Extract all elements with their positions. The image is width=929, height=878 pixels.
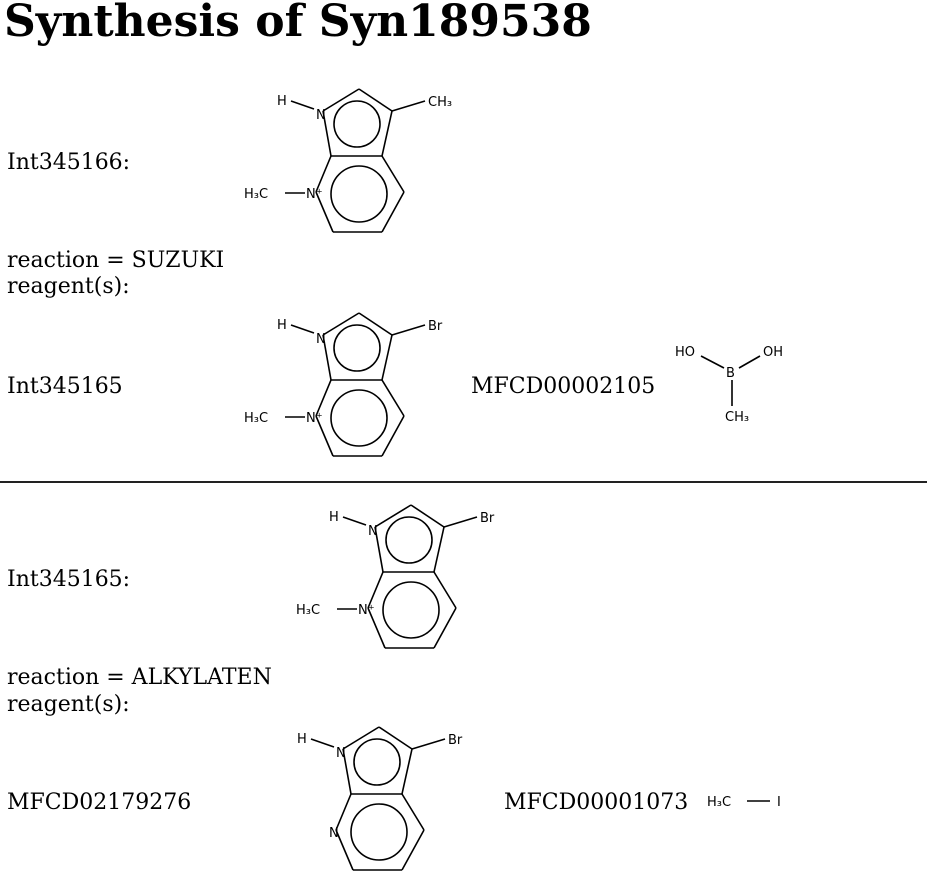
hydroxyl-label: OH <box>763 345 783 360</box>
nitrogen-label: N <box>329 826 339 841</box>
reagents-label: reagent(s): <box>7 692 130 717</box>
nitrogen-label: N <box>316 332 326 347</box>
product-label: Int345166: <box>7 150 131 175</box>
nitrogen-plus-label: N⁺ <box>358 603 375 618</box>
reagent-structure: H N Br N <box>258 722 498 878</box>
product-structure: H N CH₃ H₃C N⁺ <box>238 84 478 244</box>
methyl-label: CH₃ <box>725 410 749 425</box>
reagents-label: reagent(s): <box>7 274 130 299</box>
nitrogen-plus-label: N⁺ <box>306 187 323 202</box>
reaction-label: reaction = SUZUKI <box>7 248 225 273</box>
substituent-label: Br <box>428 319 443 334</box>
methyl-label: H₃C <box>707 795 731 810</box>
nitrogen-label: N <box>336 746 346 761</box>
hydrogen-label: H <box>329 510 339 525</box>
n-methyl-label: H₃C <box>296 603 320 618</box>
reagent-label: MFCD00002105 <box>471 374 656 399</box>
nitrogen-label: N <box>316 108 326 123</box>
page-title: Synthesis of Syn189538 <box>4 0 592 47</box>
nitrogen-plus-label: N⁺ <box>306 411 323 426</box>
n-methyl-label: H₃C <box>244 411 268 426</box>
hydroxyl-label: HO <box>675 345 695 360</box>
reagent-structure: H₃C I <box>706 790 786 814</box>
substituent-label: CH₃ <box>428 95 452 110</box>
reaction-label: reaction = ALKYLATEN <box>7 665 272 690</box>
substituent-label: Br <box>480 511 495 526</box>
reagent-label: Int345165 <box>7 374 123 399</box>
reagent-structure: H N Br H₃C N⁺ <box>238 308 478 468</box>
product-label: Int345165: <box>7 567 131 592</box>
nitrogen-label: N <box>368 524 378 539</box>
reagent-structure: HO OH B CH₃ <box>668 336 783 426</box>
hydrogen-label: H <box>277 318 287 333</box>
hydrogen-label: H <box>277 94 287 109</box>
boron-label: B <box>726 366 735 381</box>
iodine-label: I <box>777 795 781 810</box>
product-structure: H N Br H₃C N⁺ <box>290 500 530 660</box>
step-divider <box>0 481 927 483</box>
substituent-label: Br <box>448 733 463 748</box>
n-methyl-label: H₃C <box>244 187 268 202</box>
hydrogen-label: H <box>297 732 307 747</box>
reagent-label: MFCD02179276 <box>7 790 192 815</box>
reagent-label: MFCD00001073 <box>504 790 689 815</box>
